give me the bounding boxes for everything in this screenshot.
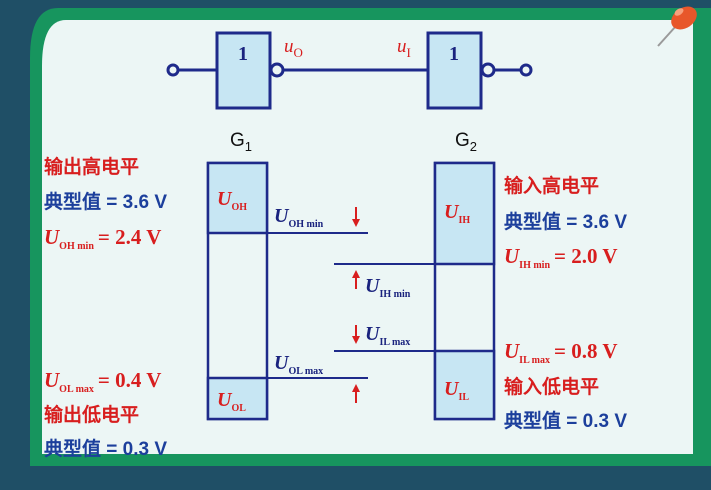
g2-high-typical: 典型值 = 3.6 V [504, 210, 627, 233]
g2-name: G2 [455, 130, 477, 154]
output-terminal [519, 63, 533, 77]
gate-g2 [426, 31, 483, 110]
g1-ol-max-spec: UOL max= 0.4 V [44, 368, 161, 395]
g1-high-typical: 典型值 = 3.6 V [44, 190, 167, 213]
arrow-up-ih [352, 270, 360, 289]
g2-low-title: 输入低电平 [504, 375, 599, 398]
output-voltage-label: uO [284, 36, 303, 60]
g2-low-typical: 典型值 = 0.3 V [504, 409, 627, 432]
mid-ih-min-label: UIH min [365, 275, 411, 300]
circuit [166, 31, 533, 110]
content-panel [42, 20, 693, 454]
g1-voltage-bar [206, 161, 269, 421]
g2-ih-min-spec: UIH min= 2.0 V [504, 244, 618, 271]
g1-low-region [206, 376, 269, 421]
mid-oh-min-label: UOH min [274, 205, 324, 230]
g1-box-low-label: UOL [217, 389, 246, 414]
mid-ol-max-label: UOL max [274, 352, 323, 377]
threshold-lines [267, 232, 435, 379]
arrow-down-il [352, 325, 360, 344]
input-voltage-label: uI [397, 36, 411, 60]
threshold-arrows [352, 207, 360, 403]
g1-high-region [206, 161, 269, 235]
g2-box-high-label: UIH [444, 201, 470, 226]
g1-name: G1 [230, 130, 252, 154]
g1-oh-min-spec: UOH min= 2.4 V [44, 225, 161, 252]
g2-low-region [433, 349, 496, 421]
gate-g1-bubble [269, 62, 285, 78]
input-terminal [166, 63, 180, 77]
arrow-up-ol [352, 384, 360, 403]
g1-box-high-label: UOH [217, 188, 247, 213]
g2-high-title: 输入高电平 [504, 174, 599, 197]
g2-box-low-label: UIL [444, 378, 469, 403]
g2-il-max-spec: UIL max= 0.8 V [504, 339, 618, 366]
g2-voltage-bar [433, 161, 496, 421]
gate-g1-label: 1 [238, 43, 248, 65]
mid-il-max-label: UIL max [365, 323, 410, 348]
gate-g2-label: 1 [449, 43, 459, 65]
gate-g2-bubble [480, 62, 496, 78]
g1-low-title: 输出低电平 [44, 403, 139, 426]
g2-high-region [433, 161, 496, 266]
pushpin-icon [657, 6, 697, 47]
arrow-down-oh [352, 207, 360, 227]
g1-high-title: 输出高电平 [44, 155, 139, 178]
g1-low-typical: 典型值 = 0.3 V [44, 437, 167, 460]
